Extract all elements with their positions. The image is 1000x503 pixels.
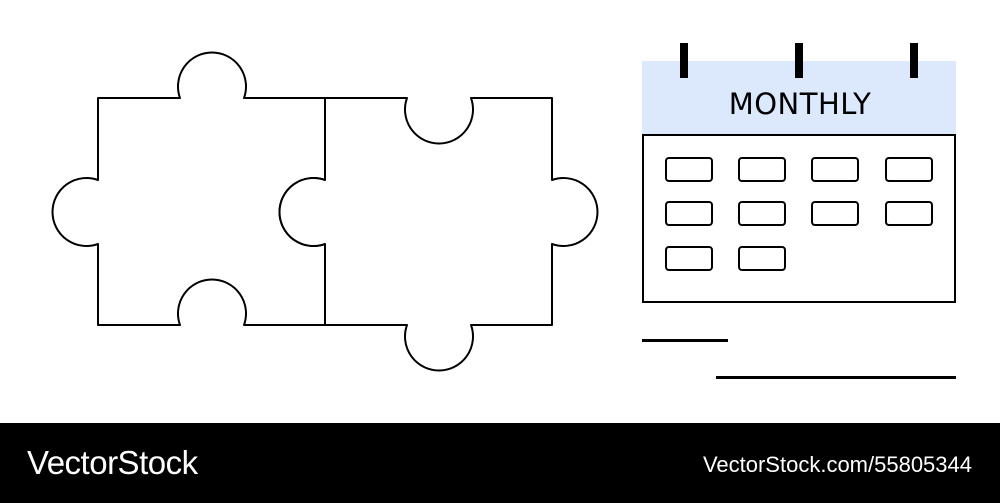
illustration: MONTHLY [51,43,956,379]
decorative-line-short [642,339,728,342]
calendar-ring [680,43,688,78]
calendar-day-cell [811,157,859,182]
calendar-title: MONTHLY [729,87,872,121]
decorative-line-long [716,376,956,379]
calendar-day-cell [811,201,859,226]
puzzle-piece-left-icon [51,51,326,326]
puzzle-piece-right-icon [278,97,599,372]
calendar-day-cell [885,201,933,226]
calendar-icon: MONTHLY [642,43,956,303]
brand-name: VectorStock [27,444,198,481]
calendar-ring [795,43,803,78]
image-reference: VectorStock.com/55805344 [702,452,972,477]
calendar-day-cell [885,157,933,182]
calendar-day-cell [665,246,713,271]
calendar-day-cell [738,246,786,271]
watermark-footer: VectorStock VectorStock.com/55805344 [0,423,1000,503]
calendar-day-cell [665,157,713,182]
calendar-day-cell [665,201,713,226]
calendar-day-cell [738,157,786,182]
calendar-ring [910,43,918,78]
calendar-day-cell [738,201,786,226]
